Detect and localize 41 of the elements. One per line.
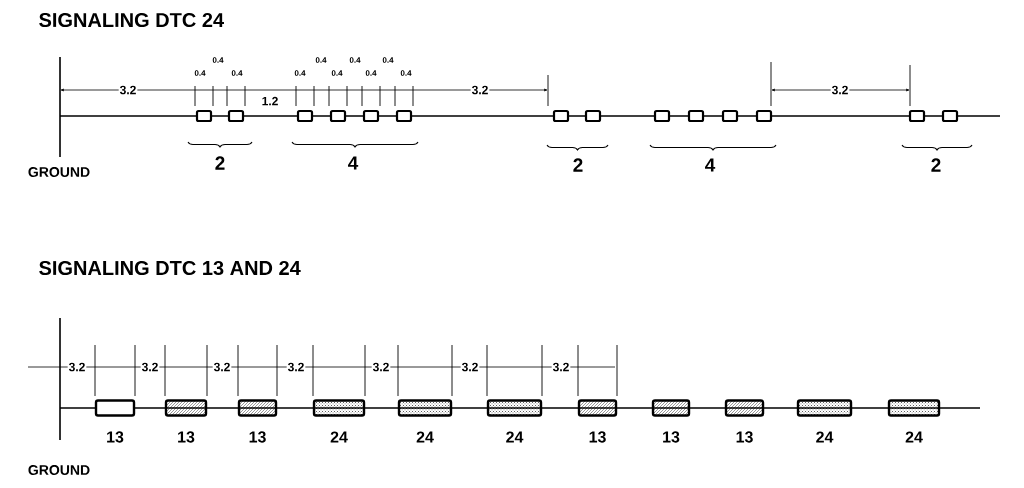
dimension-label: 3.2: [460, 361, 480, 373]
dimension-label: 3.2: [67, 361, 87, 373]
ground-label: GROUND: [28, 465, 90, 475]
dimension-label: 1.2: [262, 96, 278, 106]
dimension-label: 3.2: [118, 84, 138, 96]
dimension-label: 0.4: [294, 70, 306, 76]
dimension-label: 3.2: [140, 361, 160, 373]
dimension-label: 0.4: [331, 70, 343, 76]
pulse-count: 4: [705, 158, 716, 172]
pulse-label: 13: [249, 431, 266, 443]
pulse-label: 24: [905, 431, 923, 443]
pulse-label: 24: [330, 431, 348, 443]
pulse-count: 4: [348, 156, 359, 170]
dimension-label: 3.2: [371, 361, 391, 373]
dimension-label: 3.2: [212, 361, 232, 373]
dimension-label: 3.2: [830, 84, 850, 96]
dimension-label: 0.4: [231, 70, 243, 76]
dimension-label: 0.4: [349, 57, 361, 63]
pulse-count: 2: [931, 158, 941, 172]
pulse-label: 13: [178, 431, 195, 443]
dimension-label: 0.4: [212, 57, 224, 63]
dimension-label: 3.2: [551, 361, 571, 373]
heading: SIGNALING DTC 24: [39, 12, 224, 28]
dimension-label: 0.4: [382, 57, 394, 63]
dimension-label: 3.2: [470, 84, 490, 96]
pulse-label: 13: [736, 431, 753, 443]
pulse-label: 13: [107, 431, 124, 443]
dimension-label: 3.2: [286, 361, 306, 373]
pulse-label: 13: [663, 431, 680, 443]
pulse-label: 13: [589, 431, 606, 443]
pulse-label: 24: [816, 431, 834, 443]
dimension-label: 0.4: [194, 70, 206, 76]
pulse-count: 2: [215, 156, 225, 170]
dimension-label: 0.4: [400, 70, 412, 76]
dimension-label: 0.4: [365, 70, 377, 76]
dimension-label: 0.4: [315, 57, 327, 63]
ground-label: GROUND: [28, 167, 90, 177]
pulse-count: 2: [573, 158, 583, 172]
pulse-label: 24: [416, 431, 434, 443]
pulse-label: 24: [506, 431, 524, 443]
heading: SIGNALING DTC 13 AND 24: [39, 260, 301, 276]
